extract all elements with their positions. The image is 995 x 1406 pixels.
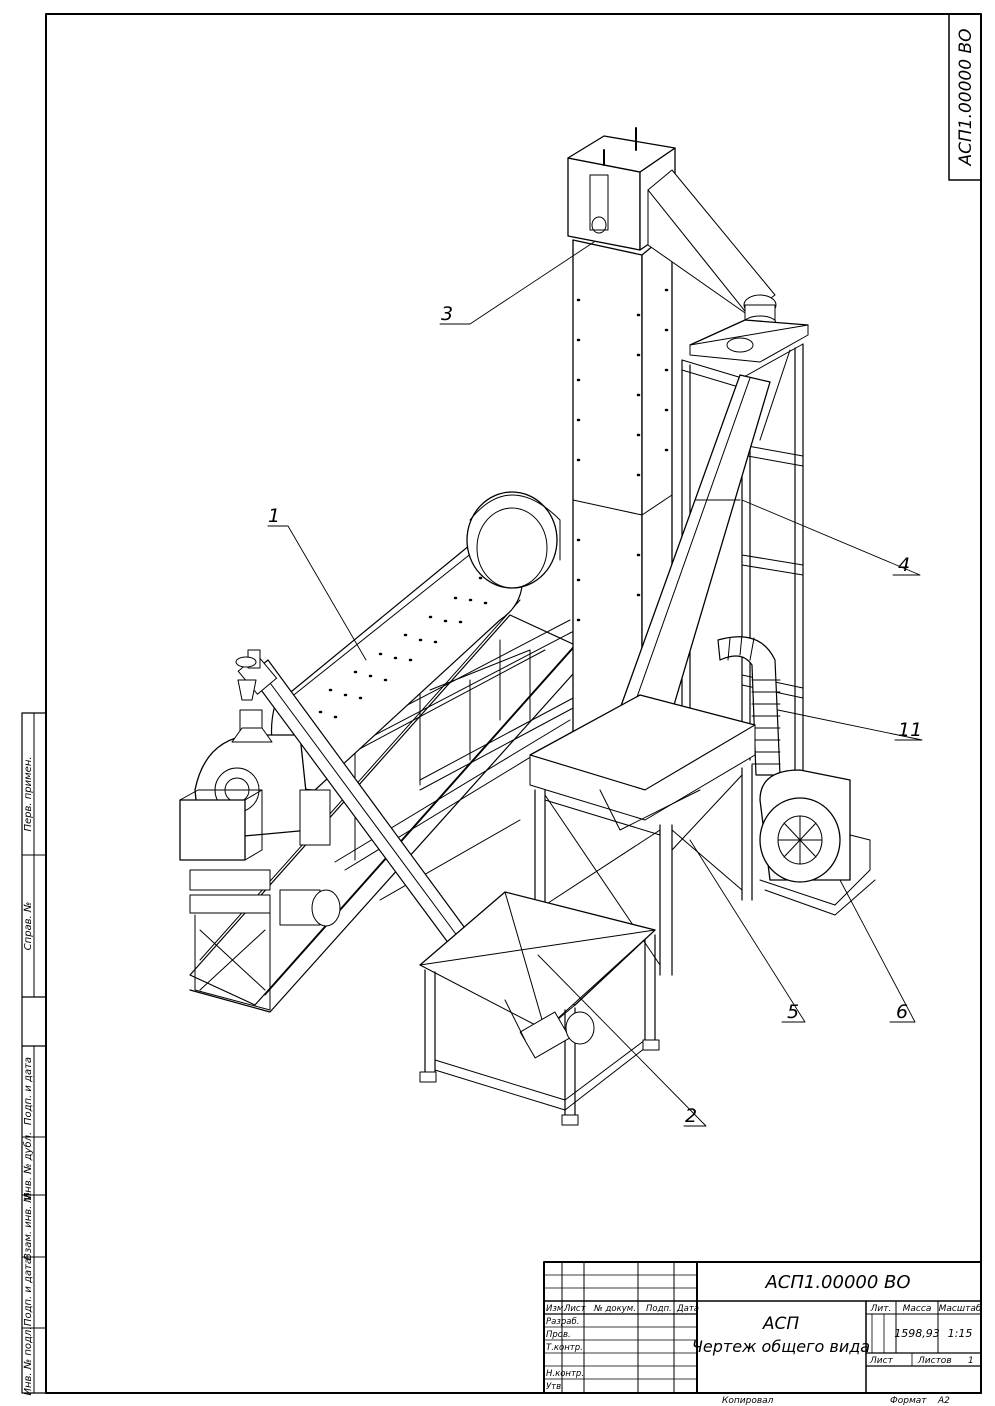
sheet-footer: Копировал Формат А2 [722,1396,950,1406]
row-prov: Пров. [546,1330,571,1340]
title-block: АСП1.00000 ВО АСП Чертеж общего вида Изм… [543,1261,982,1394]
callout-3: 3 [441,303,453,325]
callout-4: 4 [898,554,910,576]
drawing-frame [45,13,982,1394]
sheets-value: 1 [968,1356,974,1366]
shaft-bolts [576,288,669,622]
hopper-stand-5 [529,694,756,976]
format-label: Формат [890,1396,927,1406]
stamp-inv-podl: Инв. № подл. [23,1327,34,1396]
col-docnum: № докум. [593,1304,636,1314]
side-stamp-column: Перв. примен. Справ. № Подп. и дата Инв.… [21,712,47,1396]
sheets-label: Листов [917,1356,952,1366]
sheet-label: Лист [869,1356,894,1366]
copied-label: Копировал [722,1396,774,1406]
col-izm: Изм. [546,1304,566,1314]
stamp-sprav-num: Справ. № [23,902,34,951]
title-block-code: АСП1.00000 ВО [764,1272,910,1293]
row-tkontr: Т.контр. [546,1343,583,1353]
screw-conveyor [235,649,471,949]
title-block-name-1: АСП [762,1314,799,1334]
code-box-text: АСП1.00000 ВО [956,28,976,166]
lit-label: Лит. [870,1304,892,1314]
row-utv: Утв. [546,1382,564,1392]
callout-6: 6 [896,1001,908,1023]
callout-1: 1 [268,505,280,527]
stamp-podp-data-1: Подп. и дата [23,1057,34,1125]
stamp-podp-data-2: Подп. и дата [23,1258,34,1326]
callout-leaders [267,241,923,1127]
drum-drive-housing [179,709,341,1011]
stamp-perv-primen: Перв. примен. [23,756,34,831]
scale-value: 1:15 [948,1327,973,1340]
machine-assembly [179,127,876,1126]
scale-label: Масштаб [939,1304,982,1314]
row-nkontr: Н.контр. [546,1369,584,1379]
stamp-vzam-inv: Взам. инв. № [23,1192,34,1260]
centrifugal-fan [759,769,876,916]
flexible-hose [717,634,781,776]
code-box-top-right: АСП1.00000 ВО [948,13,982,181]
tower-frame [607,319,809,786]
format-value: А2 [937,1396,950,1406]
row-razrab: Разраб. [546,1317,579,1327]
callout-11: 11 [898,719,922,741]
mass-label: Масса [903,1304,932,1314]
mass-value: 1598,93 [894,1327,940,1340]
callout-5: 5 [787,1001,799,1023]
col-sign: Подп. [646,1304,672,1314]
callout-labels: 1 2 3 4 5 6 11 [268,303,922,1127]
title-block-name-2: Чертеж общего вида [692,1337,870,1356]
callout-2: 2 [685,1105,697,1127]
col-list: Лист [563,1304,587,1314]
col-date: Дата [676,1304,699,1314]
loading-hopper-2 [419,891,660,1126]
stamp-inv-dubl: Инв. № дубл. [22,1132,34,1200]
